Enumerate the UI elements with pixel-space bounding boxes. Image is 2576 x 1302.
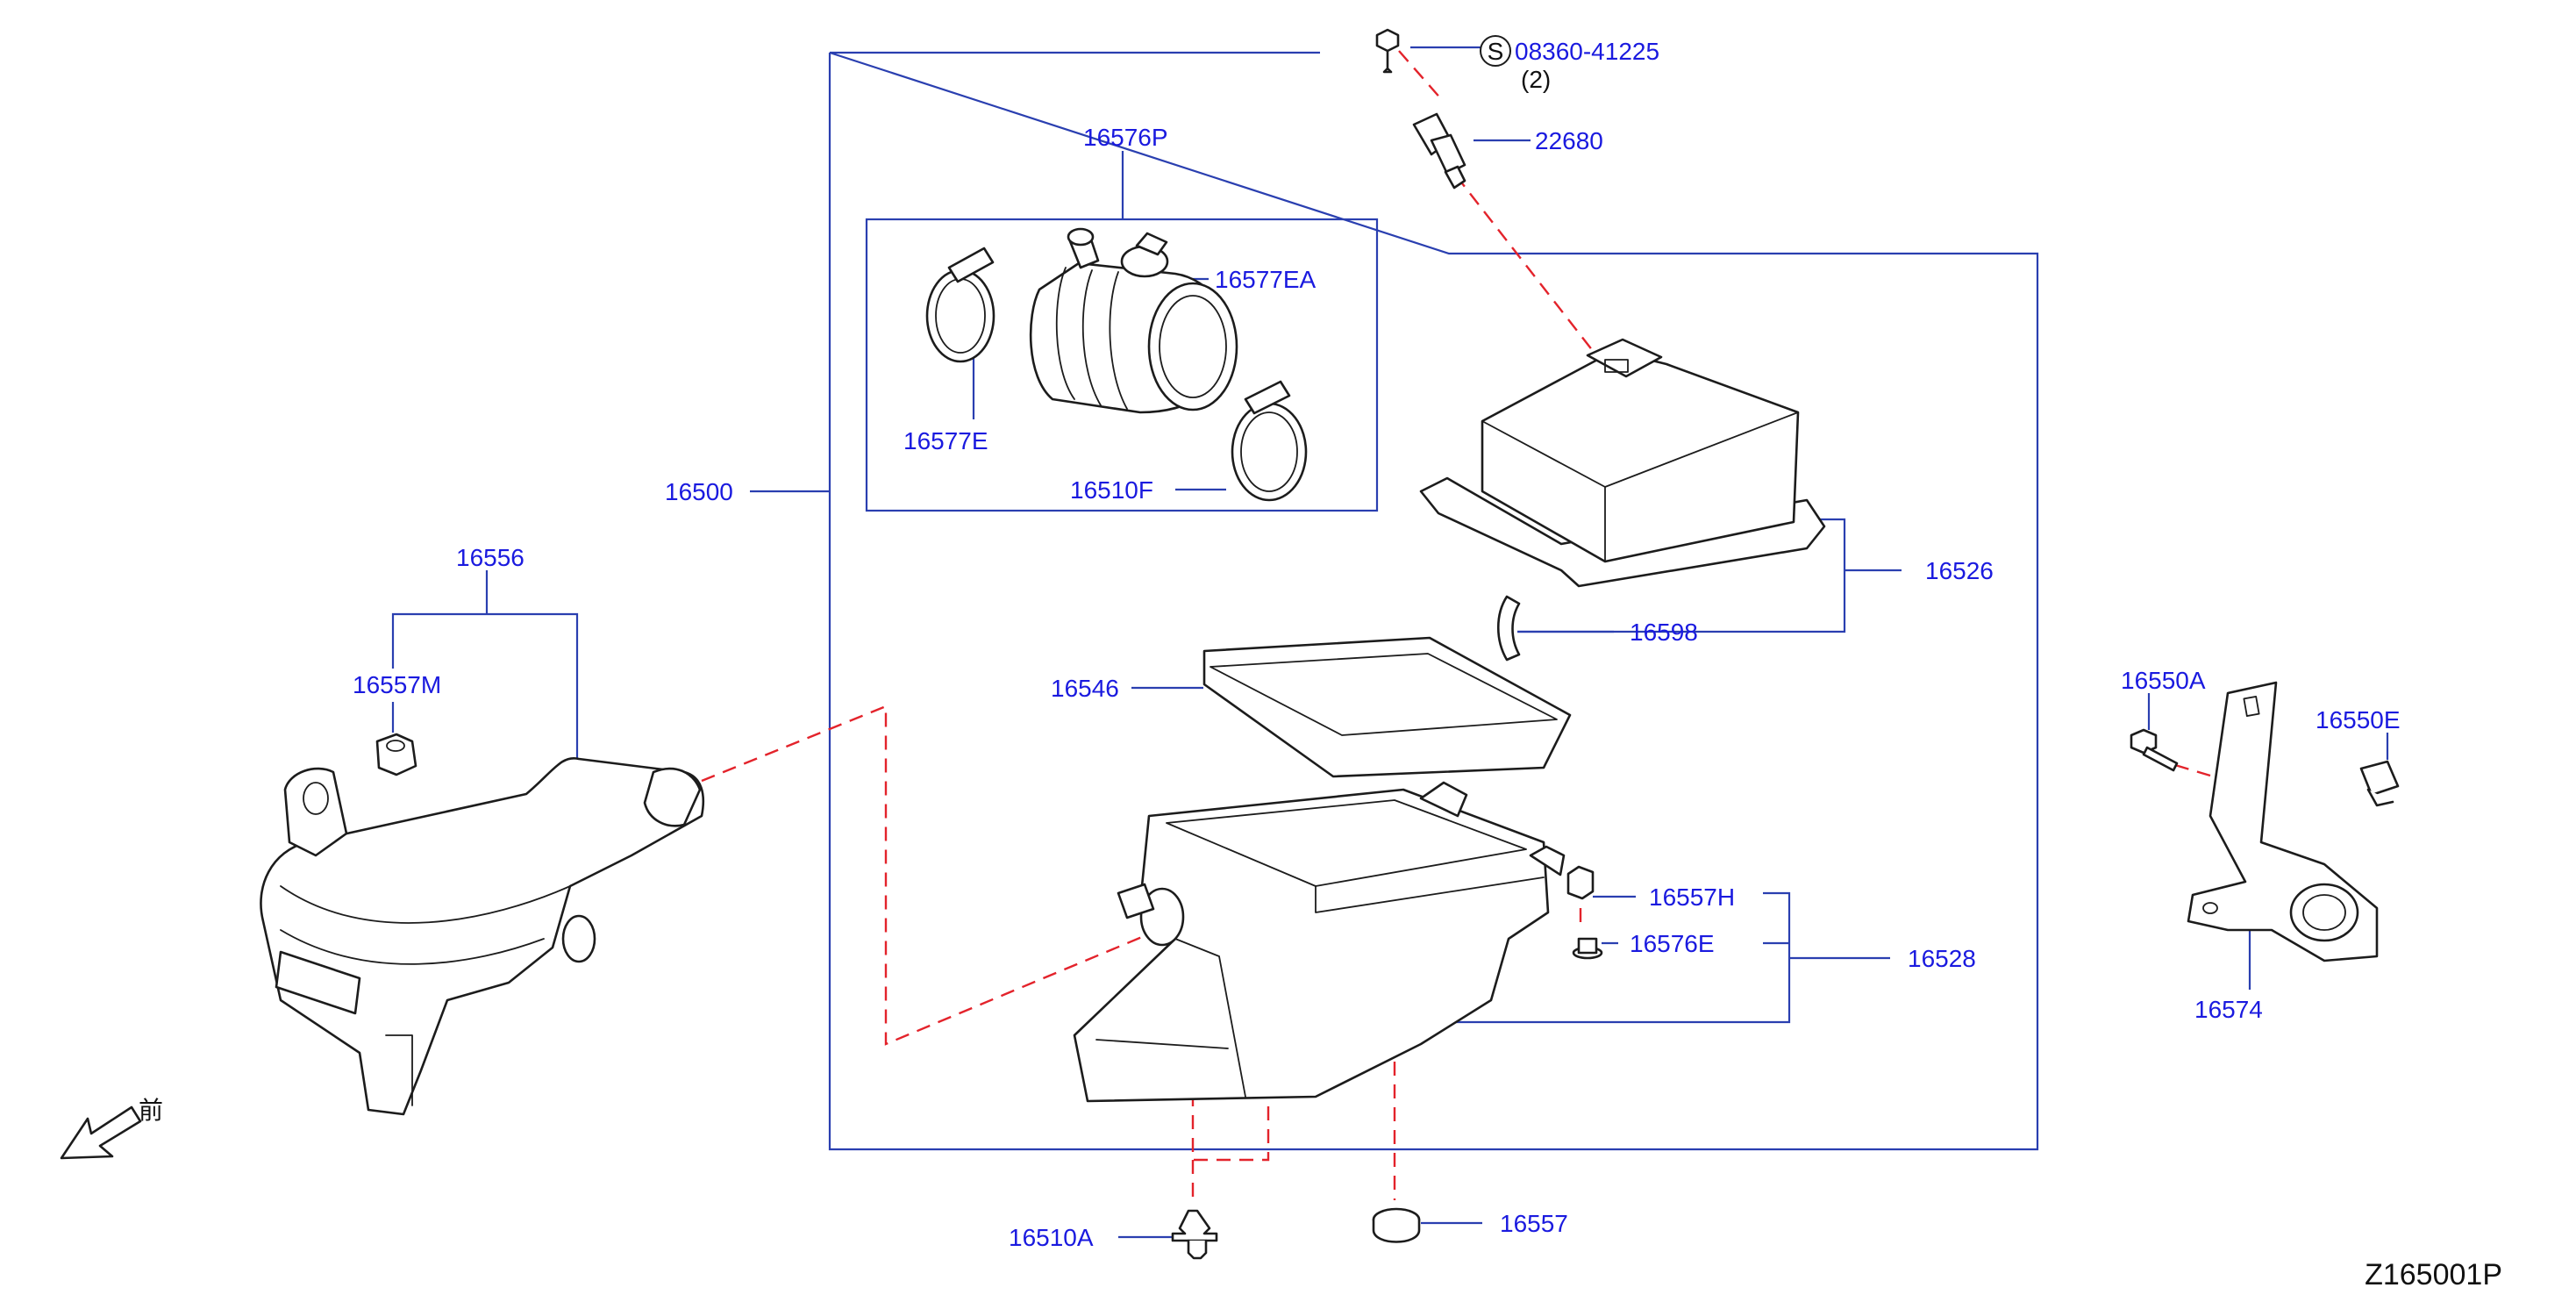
collar-16576E-icon[interactable] — [1572, 937, 1603, 960]
bracket-16574[interactable] — [2187, 681, 2379, 962]
air-filter-16546[interactable] — [1202, 636, 1572, 778]
s-symbol-circle — [1480, 35, 1511, 67]
clip-16510A-icon[interactable] — [1171, 1209, 1218, 1260]
clip-16550E-icon[interactable] — [2359, 760, 2400, 807]
grommet-16557M-icon[interactable] — [375, 733, 417, 776]
clip-16598-icon[interactable] — [1497, 595, 1521, 662]
air-duct-16576P[interactable] — [925, 227, 1308, 502]
callout-16557[interactable]: 16557 — [1500, 1210, 1568, 1237]
callout-16528[interactable]: 16528 — [1908, 945, 1976, 972]
callout-16577EA[interactable]: 16577EA — [1215, 266, 1317, 293]
front-arrow-label: 前 — [139, 1097, 163, 1124]
air-inlet-duct-16556[interactable] — [260, 756, 705, 1116]
callout-16556[interactable]: 16556 — [456, 544, 524, 571]
front-direction-arrow-icon — [60, 1105, 142, 1160]
callout-08360-41225[interactable]: 08360-41225 — [1515, 38, 1659, 65]
callout-22680[interactable]: 22680 — [1535, 127, 1603, 154]
leader-lines — [391, 46, 2389, 1239]
callout-16598[interactable]: 16598 — [1630, 619, 1698, 646]
callout-16576E[interactable]: 16576E — [1630, 930, 1715, 957]
callout-16500[interactable]: 16500 — [665, 478, 733, 505]
assembly-outline-16500 — [828, 51, 2039, 1151]
s-symbol: S — [1488, 38, 1504, 65]
bolt-08360-icon[interactable] — [1375, 28, 1400, 74]
clamp-16577E-icon[interactable] — [925, 247, 995, 363]
clamp-16510F-icon[interactable] — [1231, 380, 1308, 502]
callout-16546[interactable]: 16546 — [1051, 675, 1119, 702]
air-cleaner-cover-16526[interactable] — [1419, 338, 1826, 588]
callout-16510A[interactable]: 16510A — [1009, 1224, 1094, 1251]
callout-16557H[interactable]: 16557H — [1649, 884, 1735, 911]
dashed-connectors — [701, 50, 2211, 1204]
airflow-sensor-22680-icon[interactable] — [1412, 112, 1466, 190]
clamp-16577EA-icon[interactable] — [1120, 232, 1169, 278]
callout-16550E[interactable]: 16550E — [2316, 706, 2401, 733]
callout-08360-qty: (2) — [1521, 66, 1551, 93]
callout-labels: S 08360-41225 (2) 22680 16576P 16577EA 1… — [139, 35, 2502, 1291]
callout-16550A[interactable]: 16550A — [2121, 667, 2206, 694]
callout-16526[interactable]: 16526 — [1925, 557, 1994, 584]
bolt-16550A-icon[interactable] — [2130, 728, 2179, 772]
callout-16557M[interactable]: 16557M — [353, 671, 441, 698]
callout-16576P[interactable]: 16576P — [1083, 124, 1168, 151]
callout-16574[interactable]: 16574 — [2194, 996, 2263, 1023]
grommet-16557H-icon[interactable] — [1566, 865, 1595, 900]
callout-16577E[interactable]: 16577E — [903, 427, 988, 454]
grommet-16557-icon[interactable] — [1372, 1207, 1421, 1243]
air-cleaner-case-16528[interactable] — [1073, 781, 1566, 1103]
callout-16510F[interactable]: 16510F — [1070, 476, 1153, 504]
diagram-code: Z165001P — [2365, 1258, 2502, 1291]
